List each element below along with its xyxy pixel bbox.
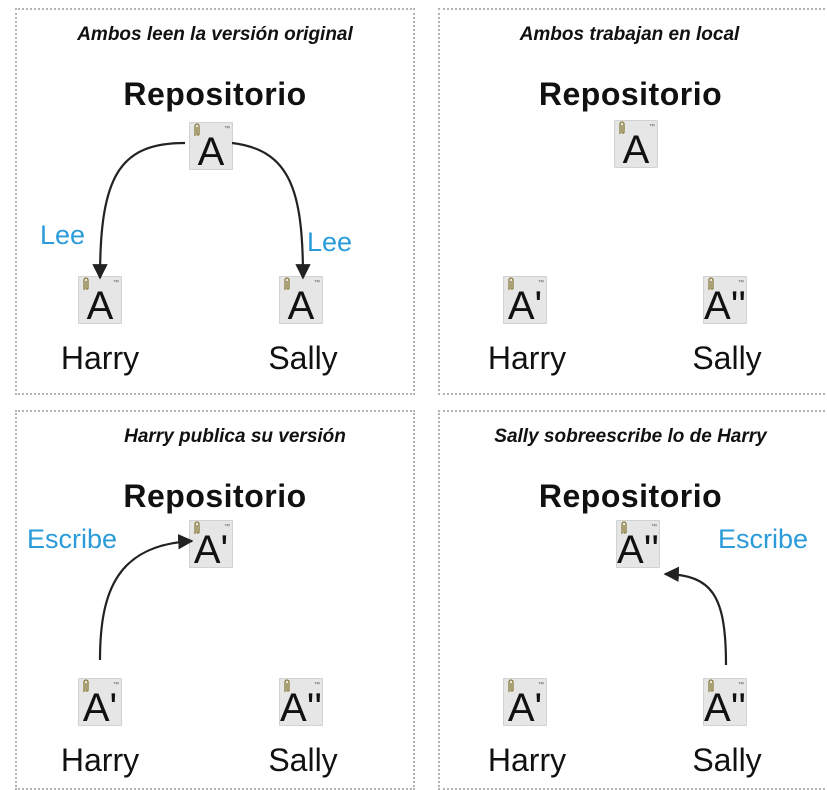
repository-document-icon: ™ A' bbox=[189, 520, 233, 572]
paperclip-icon bbox=[194, 521, 200, 534]
harry-version: A' bbox=[507, 686, 543, 730]
harry-version: A' bbox=[507, 284, 543, 328]
write-arrow-harry bbox=[98, 534, 194, 661]
write-label-harry: Escribe bbox=[27, 524, 118, 554]
repository-title: Repositorio bbox=[538, 76, 723, 112]
repository-version: A bbox=[197, 130, 225, 174]
panel-sally-overwrites: Sally sobreescribe lo de Harry Repositor… bbox=[438, 410, 827, 790]
sally-version: A'' bbox=[704, 284, 746, 328]
repository-document-icon: ™ A'' bbox=[616, 520, 660, 572]
write-label-sally: Escribe bbox=[718, 524, 809, 554]
paperclip-icon bbox=[83, 277, 89, 290]
harry-document-icon: ™ A bbox=[78, 276, 122, 328]
repository-title: Repositorio bbox=[123, 76, 307, 112]
harry-version: A' bbox=[82, 686, 118, 730]
repository-document-icon: ™ A bbox=[189, 122, 233, 174]
harry-version: A bbox=[86, 284, 114, 328]
sally-version: A bbox=[287, 284, 315, 328]
harry-label: Harry bbox=[487, 340, 567, 376]
harry-document-icon: ™ A' bbox=[78, 678, 122, 730]
write-arrow-sally bbox=[663, 566, 728, 666]
read-label-sally: Lee bbox=[307, 227, 353, 257]
harry-label: Harry bbox=[487, 742, 567, 778]
paperclip-icon bbox=[508, 277, 514, 290]
sally-document-icon: ™ A bbox=[279, 276, 323, 328]
sally-version: A'' bbox=[704, 686, 746, 730]
read-label-harry: Lee bbox=[40, 220, 86, 250]
paperclip-icon bbox=[508, 679, 514, 692]
paperclip-icon bbox=[708, 277, 714, 290]
sally-label: Sally bbox=[268, 742, 338, 778]
paperclip-icon bbox=[284, 679, 290, 692]
panel-caption: Ambos trabajan en local bbox=[519, 24, 740, 45]
sally-document-icon: ™ A'' bbox=[703, 678, 747, 730]
sally-version: A'' bbox=[280, 686, 322, 730]
repository-version: A bbox=[622, 128, 650, 172]
repository-title: Repositorio bbox=[123, 478, 307, 514]
panel-both-work-locally: Ambos trabajan en local Repositorio ™ A … bbox=[438, 8, 827, 395]
harry-document-icon: ™ A' bbox=[503, 678, 547, 730]
sally-label: Sally bbox=[268, 340, 338, 376]
paperclip-icon bbox=[83, 679, 89, 692]
read-arrow-sally bbox=[231, 141, 311, 280]
panel-both-read: Ambos leen la versión original Repositor… bbox=[15, 8, 415, 395]
sally-label: Sally bbox=[692, 742, 762, 778]
sally-label: Sally bbox=[692, 340, 762, 376]
repository-title: Repositorio bbox=[538, 478, 723, 514]
sally-document-icon: ™ A'' bbox=[279, 678, 323, 730]
harry-document-icon: ™ A' bbox=[503, 276, 547, 328]
paperclip-icon bbox=[619, 121, 625, 134]
panel-caption: Harry publica su versión bbox=[124, 426, 346, 447]
paperclip-icon bbox=[708, 679, 714, 692]
sally-document-icon: ™ A'' bbox=[703, 276, 747, 328]
paperclip-icon bbox=[621, 521, 627, 534]
harry-label: Harry bbox=[60, 340, 140, 376]
paperclip-icon bbox=[284, 277, 290, 290]
panel-caption: Sally sobreescribe lo de Harry bbox=[494, 426, 767, 447]
panel-caption: Ambos leen la versión original bbox=[77, 24, 353, 45]
repository-document-icon: ™ A bbox=[614, 120, 658, 172]
harry-label: Harry bbox=[60, 742, 140, 778]
repository-version: A'' bbox=[617, 528, 659, 572]
read-arrow-harry bbox=[92, 141, 186, 280]
paperclip-icon bbox=[194, 123, 200, 136]
repository-version: A' bbox=[193, 528, 229, 572]
